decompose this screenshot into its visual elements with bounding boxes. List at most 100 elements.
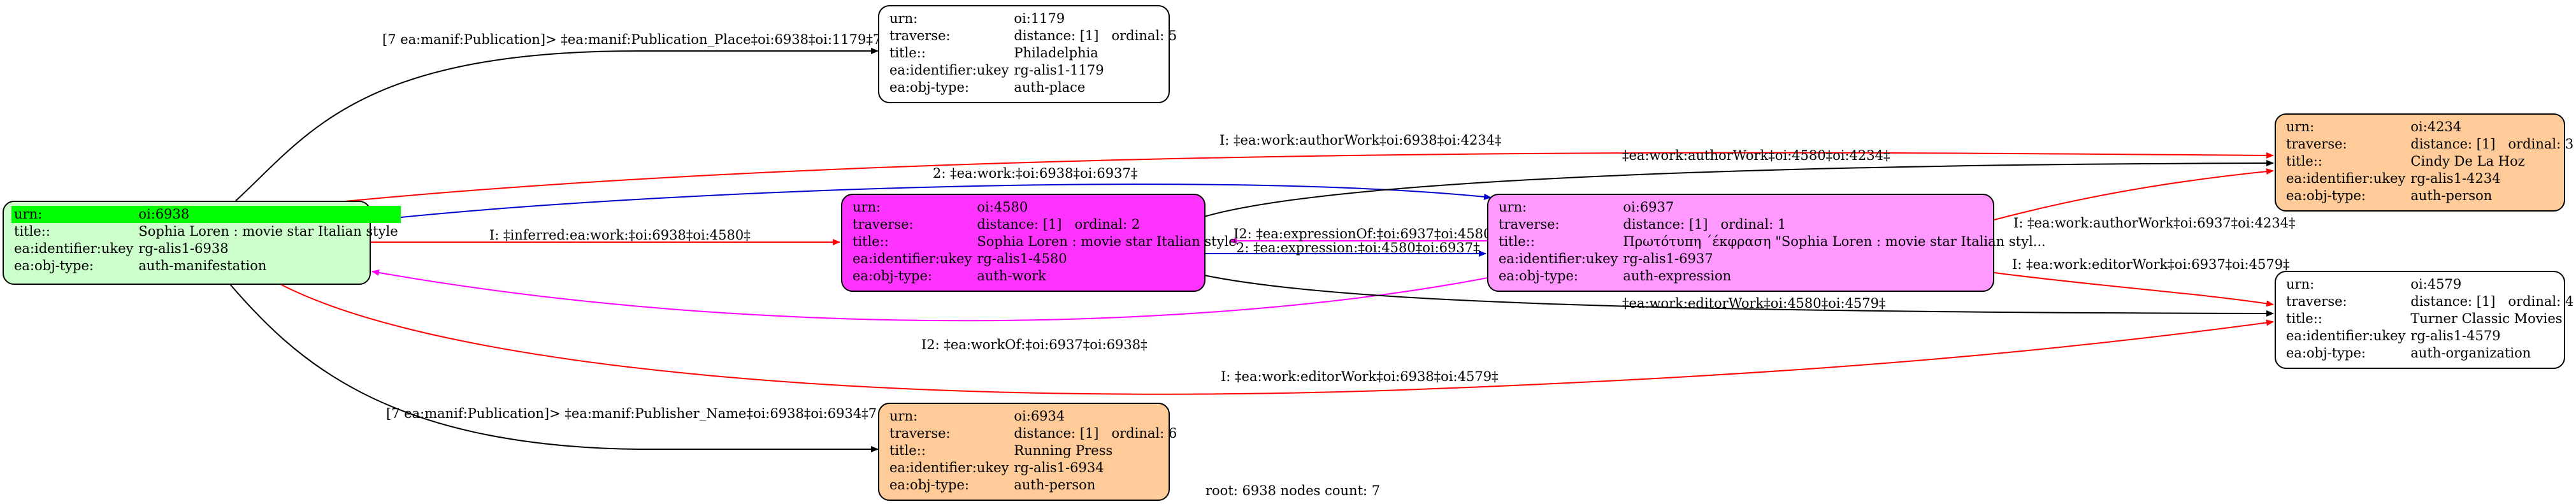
row-value: Sophia Loren : movie star Italian style <box>977 234 1237 249</box>
row-key: urn: <box>11 206 136 223</box>
ordinal: ordinal: 5 <box>1111 28 1177 43</box>
edge-6937-4234 <box>1994 168 2274 220</box>
row-key: ea:identifier:ukey <box>889 62 1009 78</box>
edge-label-editor6938: I: ‡ea:work:editorWork‡oi:6938‡oi:4579‡ <box>1221 369 1499 384</box>
row-value: distance: [1] ordinal: 5 <box>1011 27 1179 45</box>
node-4580[interactable]: urn: oi:4580 traverse: distance: [1] ordina… <box>841 194 1237 292</box>
node-1179[interactable]: urn: oi:1179 traverse: distance: [1] ordina… <box>878 5 1177 103</box>
edge-label-author6938: I: ‡ea:work:authorWork‡oi:6938‡oi:4234‡ <box>1220 133 1502 148</box>
ordinal: ordinal: 4 <box>2508 294 2574 309</box>
row-key: ea:obj-type: <box>2286 345 2366 361</box>
ordinal: ordinal: 6 <box>1111 426 1177 441</box>
row-value: oi:6938 <box>136 206 401 223</box>
row-value: rg-alis1-1179 <box>1014 62 1104 78</box>
row-key: traverse: <box>889 28 951 43</box>
row-key: urn: <box>889 11 918 26</box>
edge-label-author6937: I: ‡ea:work:authorWork‡oi:6937‡oi:4234‡ <box>2013 215 2296 231</box>
ordinal: ordinal: 2 <box>1074 217 1140 232</box>
graph-footer: root: 6938 nodes count: 7 <box>1205 483 1381 498</box>
row-key: urn: <box>889 408 918 424</box>
row-key: traverse: <box>2286 136 2347 152</box>
row-value: rg-alis1-6938 <box>138 241 229 256</box>
edge-6938-6934 <box>229 283 879 452</box>
row-value: oi:4579 <box>2410 277 2462 292</box>
edge-label-workOf: I2: ‡ea:workOf:‡oi:6937‡oi:6938‡ <box>921 337 1148 352</box>
row-key: traverse: <box>889 426 951 441</box>
distance: distance: [1] <box>977 217 1062 232</box>
row-value: Philadelphia <box>1014 45 1098 61</box>
edge-6937-6938 <box>371 269 1492 322</box>
ordinal: ordinal: 1 <box>1720 217 1787 232</box>
row-key: traverse: <box>2286 294 2347 309</box>
row-key: traverse: <box>1499 217 1560 232</box>
edge-6938-4234 <box>318 152 2274 205</box>
row-value: rg-alis1-4579 <box>2410 328 2501 343</box>
row-key: ea:identifier:ukey <box>1499 251 1618 266</box>
row-key: ea:identifier:ukey <box>2286 171 2406 186</box>
row-value: distance: [1] ordinal: 6 <box>1011 425 1179 442</box>
row-key: ea:identifier:ukey <box>853 251 972 266</box>
edge-label-editor6937: I: ‡ea:work:editorWork‡oi:6937‡oi:4579‡ <box>2012 257 2290 272</box>
row-value: auth-person <box>1014 477 1096 493</box>
row-value: auth-work <box>977 268 1046 284</box>
edge-6937-4579 <box>1994 272 2274 307</box>
row-value: oi:4580 <box>977 199 1028 215</box>
row-key: title:: <box>889 45 926 61</box>
row-value: rg-alis1-4580 <box>977 251 1067 266</box>
ordinal: ordinal: 3 <box>2508 136 2574 152</box>
node-4579[interactable]: urn:oi:4579 traverse:distance: [1]ordina… <box>2275 271 2573 369</box>
row-key: urn: <box>853 199 881 215</box>
distance: distance: [1] <box>2410 294 2496 309</box>
row-value: Cindy De La Hoz <box>2410 154 2525 169</box>
row-value: distance: [1] ordinal: 3 <box>2408 136 2576 153</box>
row-key: title:: <box>2286 154 2322 169</box>
edge-label-work2: 2: ‡ea:work:‡oi:6938‡oi:6937‡ <box>933 166 1138 181</box>
row-key: ea:identifier:ukey <box>2286 328 2406 343</box>
edge-6938-4579 <box>280 284 2274 395</box>
edge-6938-6937 <box>370 184 1492 221</box>
edge-4580-4579 <box>1204 275 2274 317</box>
edge-4580-4234 <box>1204 160 2274 217</box>
row-value: auth-expression <box>1623 268 1732 284</box>
row-value: Running Press <box>1014 443 1113 458</box>
row-value: auth-organization <box>2410 345 2531 361</box>
node-4234[interactable]: urn:oi:4234 traverse:distance: [1]ordina… <box>2275 113 2573 212</box>
row-key: traverse: <box>853 217 914 232</box>
node-6934[interactable]: urn: oi:6934 traverse: distance: [1] ordina… <box>878 403 1177 501</box>
edge-label-expr: 2: ‡ea:expression:‡oi:4580‡oi:6937‡ <box>1236 240 1480 256</box>
distance: distance: [1] <box>2410 136 2496 152</box>
row-key: title:: <box>1499 234 1535 249</box>
row-key: ea:obj-type: <box>889 80 969 95</box>
row-value: auth-manifestation <box>138 258 267 273</box>
row-value: oi:1179 <box>1014 11 1065 26</box>
edge-6938-1179 <box>235 48 879 201</box>
row-key: title:: <box>2286 311 2322 326</box>
row-key: ea:obj-type: <box>1499 268 1578 284</box>
row-value: oi:4234 <box>2410 119 2462 134</box>
row-key: title:: <box>889 443 926 458</box>
row-key: urn: <box>1499 199 1527 215</box>
edge-label-author4580: ‡ea:work:authorWork‡oi:4580‡oi:4234‡ <box>1622 148 1890 163</box>
row-key: title:: <box>14 224 50 239</box>
row-value: oi:6937 <box>1623 199 1674 215</box>
distance: distance: [1] <box>1014 426 1099 441</box>
edge-label-editor4580: ‡ea:work:editorWork‡oi:4580‡oi:4579‡ <box>1622 296 1886 311</box>
row-key: ea:obj-type: <box>14 258 94 273</box>
row-value: distance: [1] ordinal: 2 <box>974 216 1239 233</box>
row-key: ea:identifier:ukey <box>14 241 134 256</box>
row-value: auth-place <box>1014 80 1086 95</box>
edge-label-exprOf: I2: ‡ea:expressionOf:‡oi:6937‡oi:4580‡ <box>1234 226 1499 241</box>
row-key: title:: <box>853 234 889 249</box>
row-value: Πρωτότυπη ΄έκφραση "Sophia Loren : movie… <box>1623 234 2046 249</box>
row-value: rg-alis1-6937 <box>1623 251 1713 266</box>
row-value: auth-person <box>2410 188 2493 203</box>
row-value: Sophia Loren : movie star Italian style <box>138 224 398 239</box>
distance: distance: [1] <box>1014 28 1099 43</box>
node-6938[interactable]: urn: oi:6938 title::Sophia Loren : movie… <box>3 201 401 285</box>
node-6937[interactable]: urn:oi:6937 traverse:distance: [1]ordina… <box>1487 194 2046 292</box>
edge-label-place: [7 ea:manif:Publication]> ‡ea:manif:Publ… <box>382 32 882 47</box>
row-value: oi:6934 <box>1014 408 1065 424</box>
row-key: ea:identifier:ukey <box>889 460 1009 475</box>
row-value: rg-alis1-4234 <box>2410 171 2501 186</box>
